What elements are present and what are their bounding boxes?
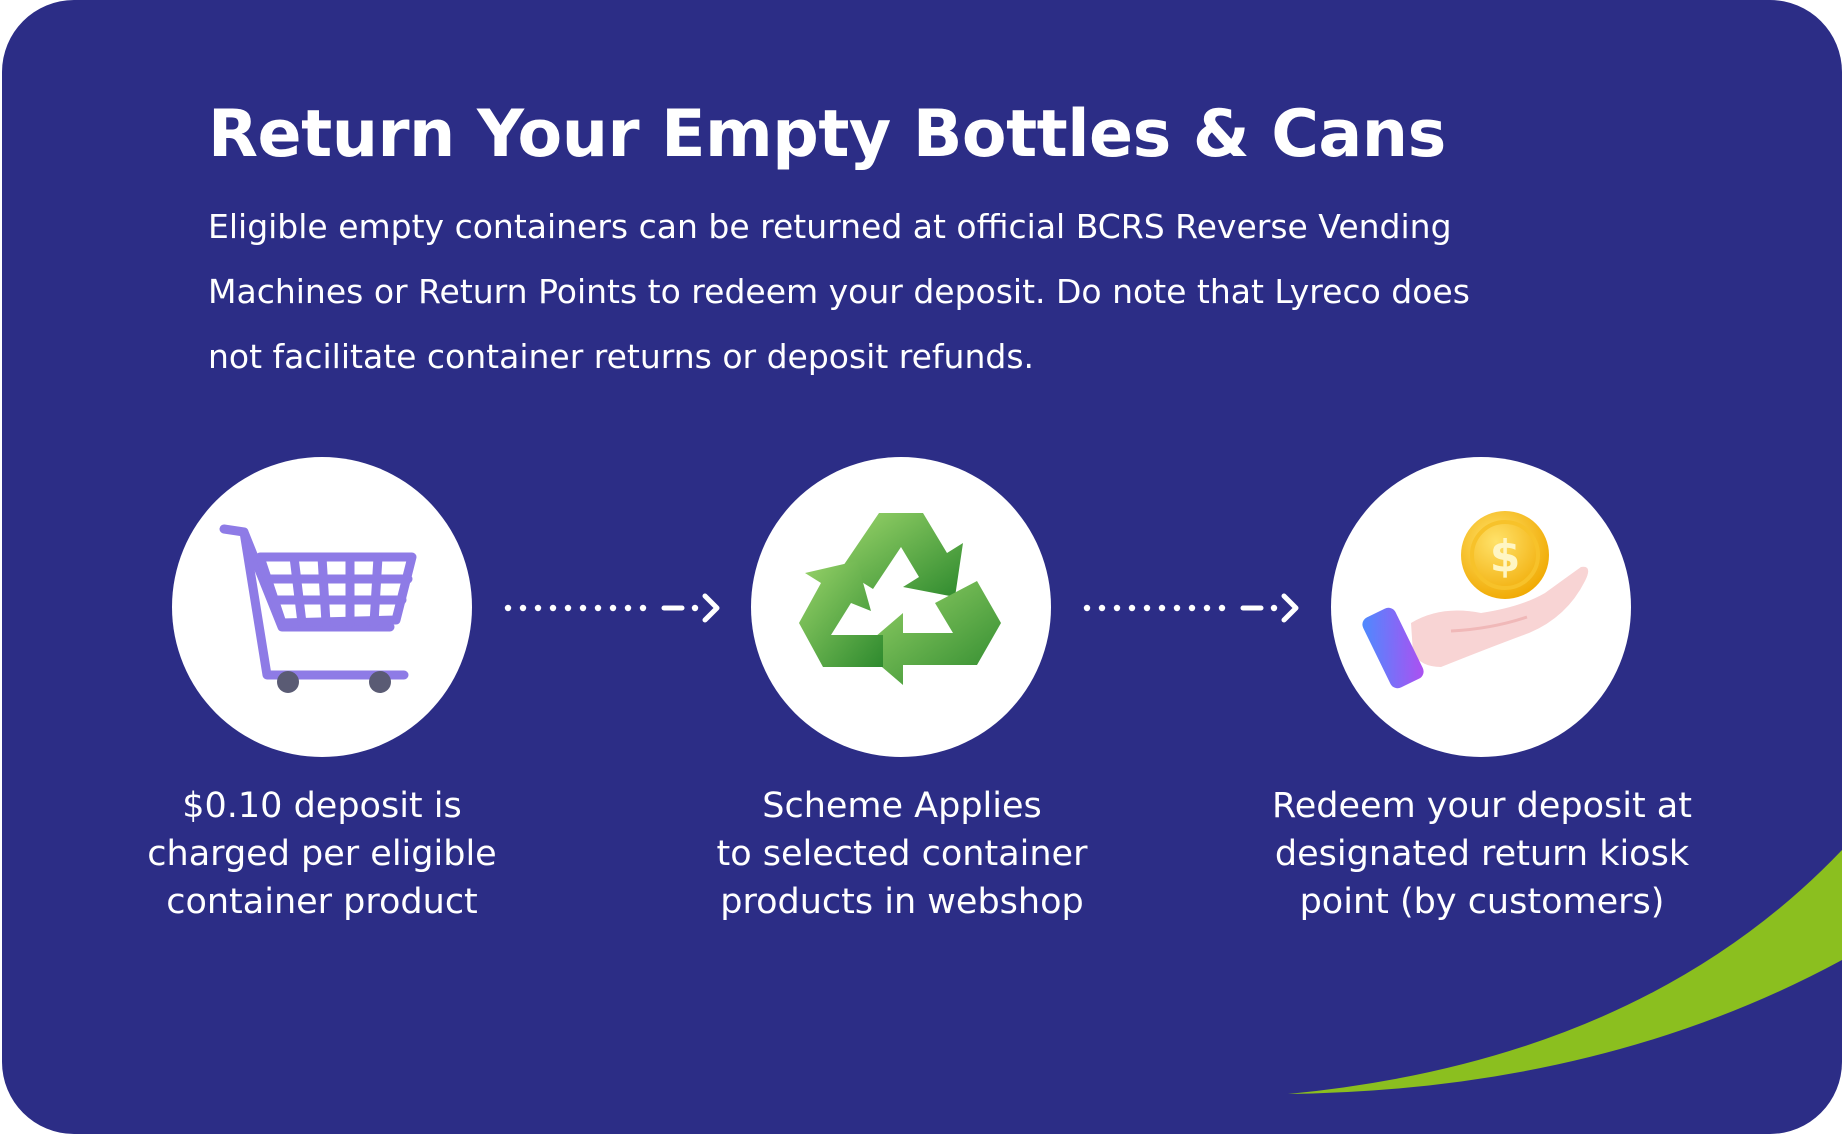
svg-text:$: $ bbox=[1490, 531, 1521, 582]
step-1-line-3: container product bbox=[166, 882, 478, 922]
step-2-label: Scheme Applies to selected container pro… bbox=[692, 782, 1112, 926]
step-1-label: $0.10 deposit is charged per eligible co… bbox=[112, 782, 532, 926]
shopping-cart-icon bbox=[219, 524, 417, 693]
step-2-icon-circle bbox=[751, 457, 1051, 757]
step-2-line-3: products in webshop bbox=[720, 882, 1084, 922]
step-3-label: Redeem your deposit at designated return… bbox=[1272, 782, 1692, 926]
step-3-icon-circle: $ bbox=[1331, 457, 1631, 757]
page-title: Return Your Empty Bottles & Cans bbox=[208, 97, 1446, 172]
step-3-line-2: designated return kiosk bbox=[1274, 834, 1690, 874]
intro-paragraph: Eligible empty containers can be returne… bbox=[208, 207, 1470, 376]
flow-arrow-1 bbox=[504, 593, 720, 623]
step-2-line-2: to selected container bbox=[716, 834, 1088, 874]
step-1-line-2: charged per eligible bbox=[147, 834, 497, 874]
step-2-line-1: Scheme Applies bbox=[762, 786, 1042, 826]
flow-arrow-2 bbox=[1083, 593, 1299, 623]
recycle-icon bbox=[799, 513, 1001, 685]
step-1-icon-circle bbox=[172, 457, 472, 757]
hand-coin-icon: $ bbox=[1362, 511, 1589, 689]
step-3-line-3: point (by customers) bbox=[1299, 882, 1665, 922]
step-3-line-1: Redeem your deposit at bbox=[1272, 786, 1692, 826]
step-1-line-1: $0.10 deposit is bbox=[182, 786, 462, 826]
